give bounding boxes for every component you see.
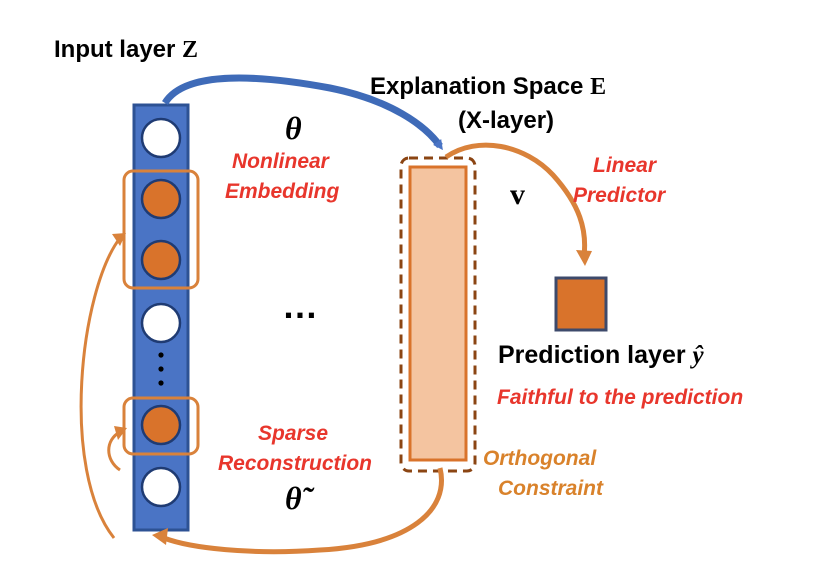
input-node-5-selected: [140, 404, 182, 446]
reconstruction-arrow: [163, 467, 444, 555]
input-node-3-selected: [140, 239, 182, 281]
feedback-arrow-upper: [79, 237, 122, 539]
feedback-arrow-upper-head: [112, 233, 126, 246]
vertical-dot-3: [158, 380, 164, 386]
prediction-node: [554, 276, 608, 332]
linear-label: Linear: [593, 154, 657, 177]
input-node-4: [140, 302, 182, 344]
vertical-dot-1: [158, 352, 164, 358]
selection-box-lower: [122, 396, 200, 456]
vertical-dot-2: [158, 366, 164, 372]
explanation-space-title: Explanation Space E: [370, 73, 607, 100]
sparse-label: Sparse: [258, 422, 329, 445]
input-node-2-selected: [140, 178, 182, 220]
feedback-arrow-lower-head: [114, 426, 127, 440]
theta-tilde-symbol: θ̃: [285, 480, 302, 516]
faithful-label: Faithful to the prediction: [497, 386, 744, 409]
prediction-layer-title: Prediction layer ŷ: [498, 341, 704, 369]
theta-embedding-arrow: [162, 74, 443, 151]
linear-predictor-arrow: [444, 142, 588, 257]
orthogonal-label: Orthogonal: [483, 447, 597, 470]
explanation-space-bar: [408, 165, 468, 462]
input-node-6: [140, 466, 182, 508]
v-symbol: v: [510, 178, 525, 211]
x-layer-label: (X-layer): [458, 107, 555, 134]
predictor-label: Predictor: [573, 184, 666, 207]
constraint-label: Constraint: [498, 477, 603, 500]
ellipsis: …: [282, 285, 318, 326]
input-layer-title: Input layer Z: [54, 36, 199, 63]
reconstruction-label: Reconstruction: [218, 452, 373, 475]
input-node-1: [140, 117, 182, 159]
nonlinear-label: Nonlinear: [232, 150, 329, 173]
reconstruction-arrowhead: [152, 528, 168, 545]
explanation-space-outline: [399, 156, 477, 473]
selection-box-upper: [122, 169, 200, 290]
embedding-label: Embedding: [225, 180, 340, 203]
linear-predictor-arrowhead: [576, 250, 592, 266]
theta-symbol: θ: [285, 110, 302, 146]
